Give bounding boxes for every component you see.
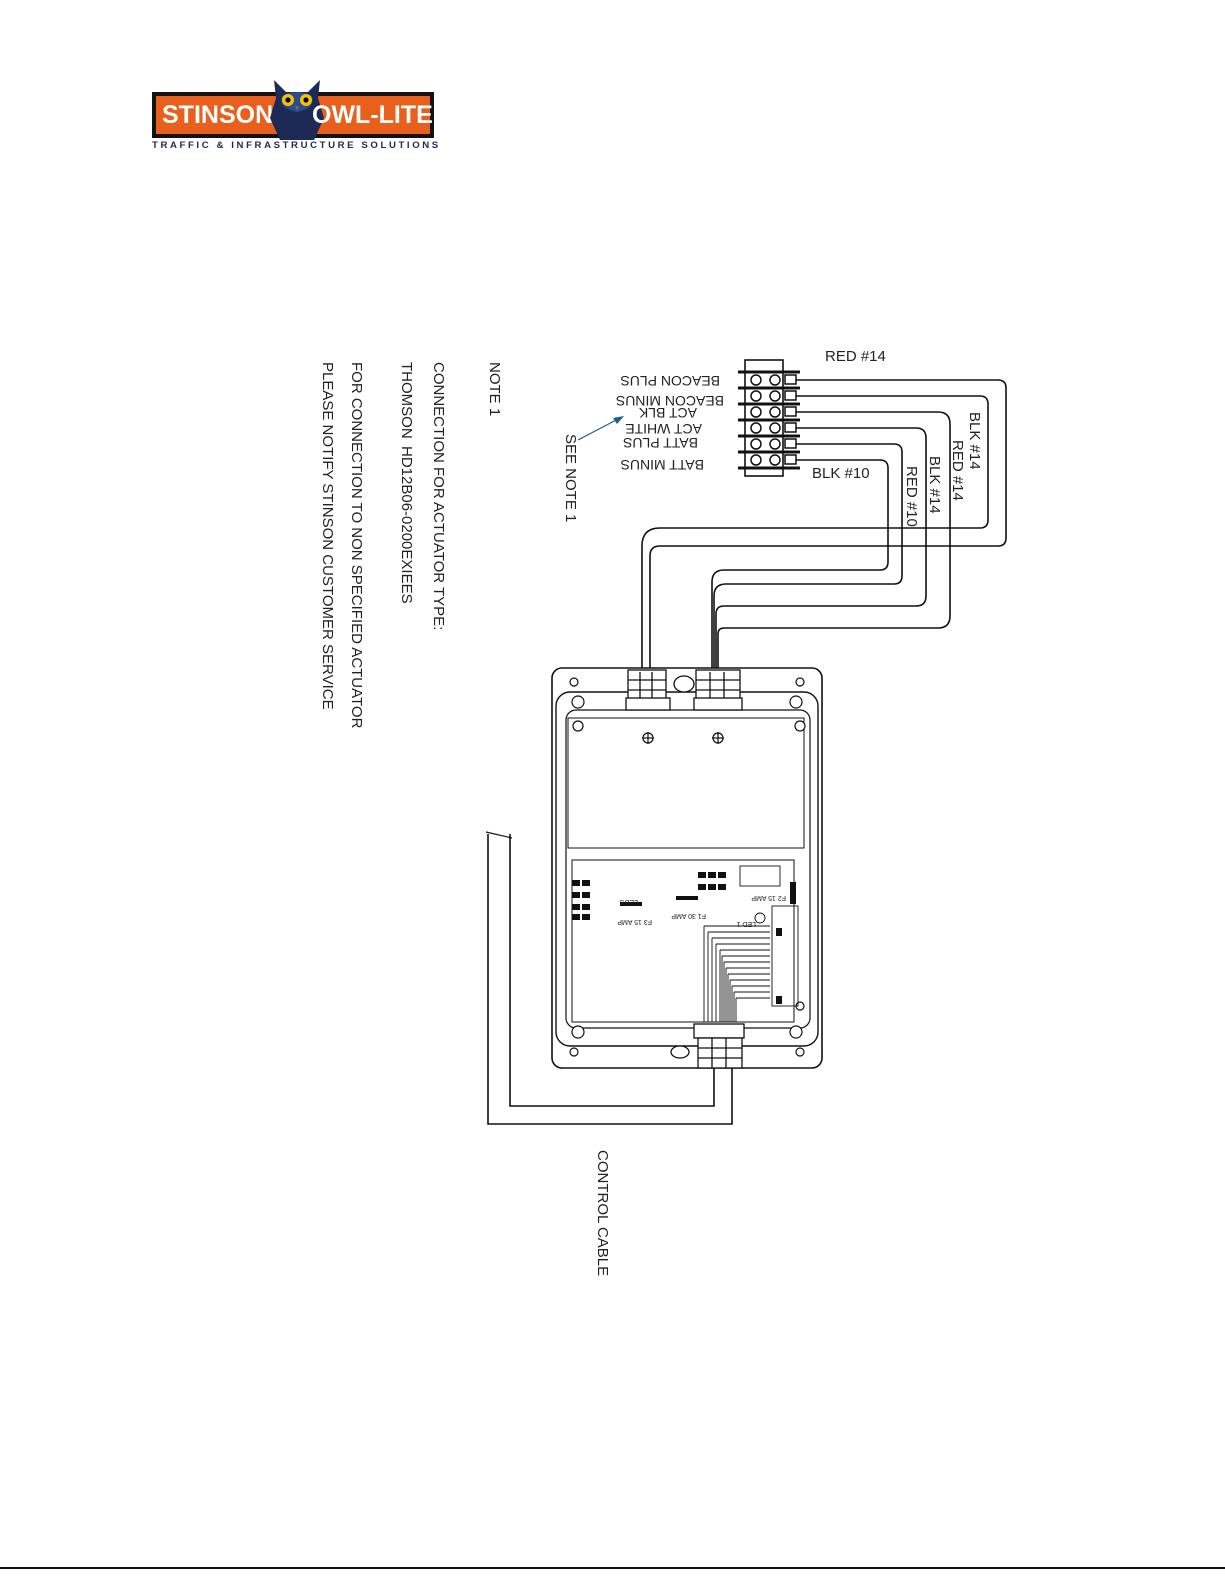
wire-blk10-batt-minus <box>711 459 889 676</box>
stinson-owl-lite-logo: STINSON OWL-LITE TRAFFIC & INFRASTRUCTUR… <box>152 78 442 158</box>
label-red10: RED #10 <box>903 466 920 527</box>
label-blk14-c: BLK #14 <box>926 456 943 514</box>
owl-icon <box>270 80 324 140</box>
terminal-label-act-white: ACT WHITE <box>625 421 702 437</box>
board-led1-label: LED 1 <box>736 920 756 927</box>
label-blk14-a: BLK #14 <box>966 412 983 470</box>
terminal-label-beacon-plus: BEACON PLUS <box>620 373 720 389</box>
note-line-2-brand: THOMSON <box>398 362 415 439</box>
note-heading: NOTE 1 <box>486 362 503 416</box>
note-line-3: FOR CONNECTION TO NON SPECIFIED ACTUATOR <box>348 362 365 729</box>
control-cable-label: CONTROL CABLE <box>594 1150 611 1276</box>
wire-blk14-beacon-minus <box>641 395 989 676</box>
wire-bundle <box>641 379 1007 676</box>
wire-red10-batt-plus <box>713 443 903 676</box>
board-f2-label: F2 15 AMP <box>751 894 786 901</box>
terminal-label-act-blk: ACT BLK <box>638 405 697 421</box>
label-red14-top: RED #14 <box>825 348 886 365</box>
label-red14-b: RED #14 <box>949 440 966 501</box>
note-line-1: CONNECTION FOR ACTUATOR TYPE: <box>430 362 447 630</box>
page-bottom-rule <box>0 1567 1225 1569</box>
board-leds-label: LEDS <box>619 898 638 905</box>
terminal-label-batt-plus: BATT PLUS <box>623 435 698 451</box>
terminal-label-batt-minus: BATT MINUS <box>621 457 705 473</box>
label-blk10: BLK #10 <box>812 465 870 482</box>
control-cable <box>485 831 733 1125</box>
logo-tagline: TRAFFIC & INFRASTRUCTURE SOLUTIONS <box>152 140 441 151</box>
see-note-label: SEE NOTE 1 <box>562 434 579 522</box>
board-f1-label: F1 30 AMP <box>671 912 706 919</box>
logo-brand-left: STINSON <box>162 101 274 129</box>
control-enclosure: F3 15 AMP F1 30 AMP F2 15 AMP LEDS LED 1 <box>551 667 823 1069</box>
logo-brand-right: OWL-LITE <box>312 101 433 129</box>
note-line-4: PLEASE NOTIFY STINSON CUSTOMER SERVICE <box>319 362 336 710</box>
wire-red14-beacon-plus <box>649 379 1007 676</box>
wire-blk14-act-white <box>715 427 927 676</box>
note-block: NOTE 1 CONNECTION FOR ACTUATOR TYPE: THO… <box>319 362 503 729</box>
board-f3-label: F3 15 AMP <box>617 918 652 925</box>
wire-red14-act-blk <box>717 411 951 676</box>
terminal-label-beacon-minus: BEACON MINUS <box>616 393 724 409</box>
note-line-2-model: HD12B06-0200EXIEES <box>398 446 415 604</box>
terminal-block: BEACON PLUS BEACON MINUS ACT BLK ACT WHI… <box>616 359 800 477</box>
see-note-callout: SEE NOTE 1 <box>562 416 624 522</box>
